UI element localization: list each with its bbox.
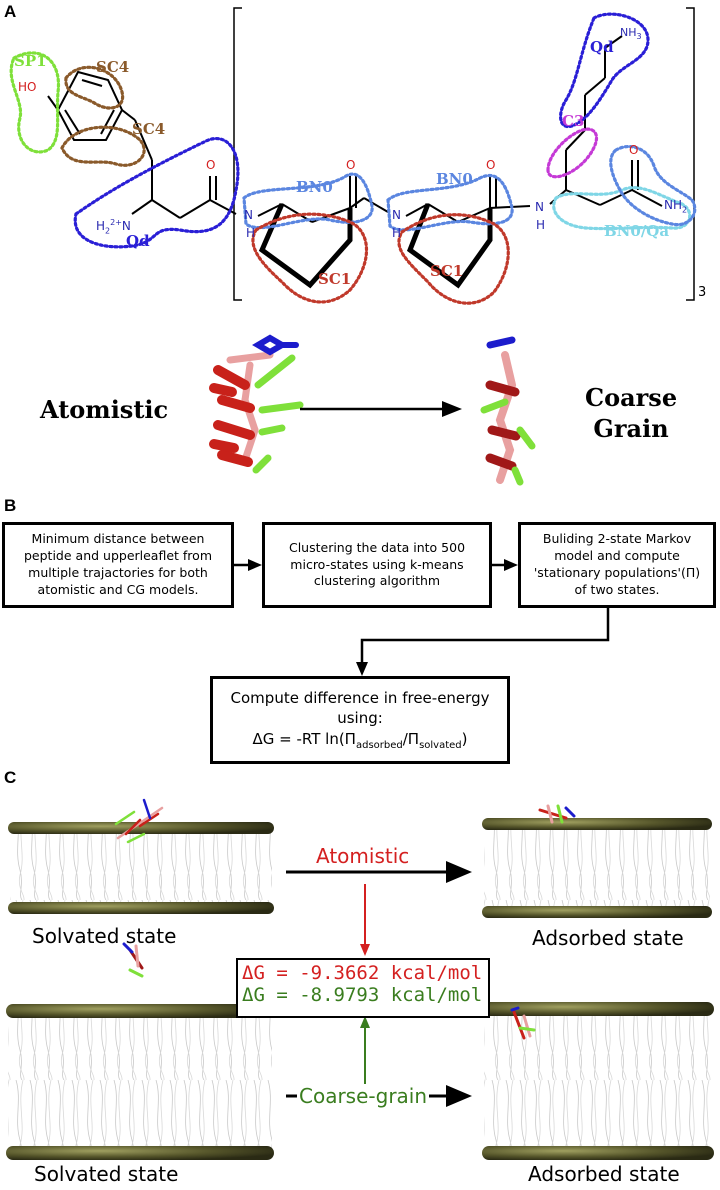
workflow-step-3: Buliding 2-state Markov model and comput… [518,522,716,608]
label-sc4-top: SC4 [96,58,130,76]
panel-label-c: C [4,768,17,787]
coarse-grain-line1: Coarse [585,383,678,412]
dg-atomistic: ΔG = -9.3662 kcal/mol [242,962,483,984]
label-sp1: SP1 [14,52,47,70]
label-bn0-qa: BN0/Qa [604,222,670,240]
workflow-step-4: Compute difference in free-energy using:… [210,676,510,764]
atom-h2n: H22+N [96,218,131,236]
atom-h2: H [392,226,402,240]
membrane-adsorbed-atomistic [482,804,712,918]
label-c3: C3 [562,112,585,130]
cg-model [480,336,536,486]
coarse-grain-label: Coarse Grain [585,382,677,444]
workflow-step-1: Minimum distance between peptide and upp… [2,522,234,608]
atom-nh3: NH3 [620,26,642,42]
atomistic-to-cg-arrow [300,401,462,417]
label-qd-left: Qd [126,232,150,250]
label-sc4-mid: SC4 [132,120,166,138]
step4-line2: using: [337,709,383,728]
atom-n2: N [392,208,401,222]
free-energy-box: ΔG = -9.3662 kcal/mol ΔG = -8.9793 kcal/… [236,958,490,1018]
solvated-state-top: Solvated state [32,924,177,948]
solvated-state-bottom: Solvated state [34,1162,179,1186]
label-qd-top: Qd [590,38,614,56]
membrane-adsorbed-cg [482,1002,714,1160]
atom-o3: O [486,158,496,172]
cg-arrow-label: Coarse-grain [297,1084,430,1108]
free-peptide-cg [122,942,144,978]
atom-n1: N [244,208,253,222]
atom-nh2: NH2 [664,198,688,215]
atom-h1: H [246,226,256,240]
atomistic-arrow-label: Atomistic [314,844,412,868]
workflow-step-2: Clustering the data into 500 micro-state… [262,522,492,608]
atom-ho: HO [18,80,37,94]
label-bn0-1: BN0 [296,178,333,196]
membrane-solvated-cg [6,1004,274,1160]
membrane-solvated-atomistic [8,822,274,914]
repeat-subscript: 3 [698,285,707,300]
adsorbed-state-bottom: Adsorbed state [528,1162,680,1186]
atom-n3: N [535,200,544,214]
atom-o4: O [629,143,639,157]
free-peptide-atomistic [114,798,164,844]
panel-label-a: A [4,2,17,21]
label-sc1-1: SC1 [318,270,352,288]
atom-o1: O [206,158,216,172]
step4-equation: ΔG = -RT ln(Πadsorbed/Πsolvated) [252,729,468,751]
coarse-grain-line2: Grain [593,414,669,444]
label-bn0-2: BN0 [436,170,473,188]
atomistic-model [209,334,304,474]
adsorbed-state-top: Adsorbed state [532,926,684,950]
atom-o2: O [346,158,356,172]
label-sc1-2: SC1 [430,262,464,280]
step4-line1: Compute difference in free-energy [230,689,490,707]
dg-cg: ΔG = -8.9793 kcal/mol [242,984,483,1006]
atom-h3: H [536,218,546,232]
atomistic-label: Atomistic [40,395,169,424]
panel-label-b: B [4,496,17,515]
